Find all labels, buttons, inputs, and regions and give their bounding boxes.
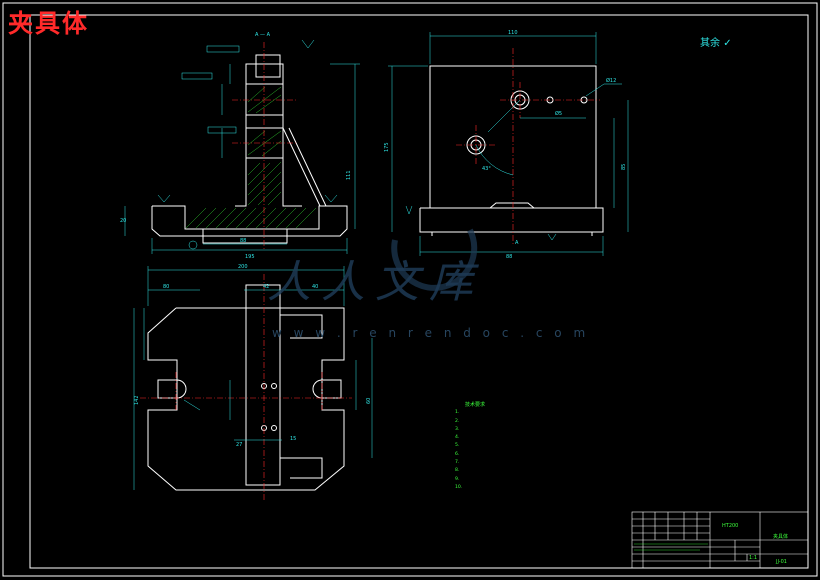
top-dim-text: 200 80 42 40 142 60 27 15	[134, 264, 372, 448]
section-hatch	[185, 86, 317, 229]
dim-top-right-height: 60	[366, 398, 372, 404]
side-dimensions	[388, 32, 629, 256]
tb-material: HT200	[722, 523, 738, 529]
title-block-text: HT200 夹具体 1:1 JJ-01	[722, 523, 788, 565]
dim-side-height: 175	[384, 142, 390, 152]
dim-top-27: 27	[236, 442, 242, 448]
dim-slot: 88	[240, 238, 246, 244]
note-item: 3.	[455, 426, 460, 432]
note-item: 5.	[455, 443, 460, 449]
inner-border	[29, 14, 809, 569]
side-centerlines	[456, 48, 600, 244]
roughness-label: 其余	[700, 38, 720, 49]
note-item: 2.	[455, 418, 460, 424]
note-item: 6.	[455, 451, 460, 457]
note-item: 8.	[455, 468, 460, 474]
section-label-text: A — A	[255, 32, 271, 38]
top-dimensions	[133, 266, 373, 490]
title-block-hatch	[634, 543, 708, 551]
dim-top-right: 40	[312, 284, 318, 290]
front-centerlines	[232, 42, 296, 250]
dim-base-height: 20	[120, 218, 126, 224]
note-item: 1.	[455, 410, 460, 416]
technical-notes-heading: 技术要求	[465, 402, 486, 408]
surface-roughness-note: 其余 ✓	[700, 34, 732, 49]
note-item: 7.	[455, 460, 460, 466]
note-item: 9.	[455, 476, 460, 482]
front-section-view	[151, 54, 348, 244]
datum-a-label: A	[515, 240, 519, 246]
dim-side-88: 88	[506, 254, 512, 260]
watermark-url: w w w . r e n r e n d o c . c o m	[272, 326, 590, 340]
tb-part-name: 夹具体	[773, 533, 788, 540]
watermark-logo	[391, 228, 478, 291]
side-dim-text: 110 175 85 88 Ø12 Ø5 43° A	[384, 30, 627, 260]
top-centerlines	[140, 274, 352, 500]
dim-top-height: 142	[134, 395, 140, 405]
dim-top-width: 200	[238, 264, 248, 270]
watermark-text: 人人文库	[267, 257, 483, 308]
drawing-title: 夹具体	[8, 9, 90, 38]
dim-side-85: 85	[621, 164, 627, 170]
note-item: 4.	[455, 435, 460, 441]
dim-top-15: 15	[290, 436, 296, 442]
front-dimensions	[124, 39, 360, 254]
dim-top-left: 80	[163, 284, 169, 290]
tb-scale: 1:1	[749, 555, 757, 561]
front-dim-text: A — A 195 111 20 88	[120, 32, 352, 260]
note-item: 10.	[455, 484, 463, 490]
dim-side-width: 110	[508, 30, 518, 36]
dim-overall-width: 195	[245, 254, 255, 260]
title-block	[631, 511, 809, 569]
roughness-symbol-icon: ✓	[723, 38, 732, 49]
dim-side-angle: 43°	[482, 166, 491, 172]
top-view	[147, 284, 345, 491]
tb-drawing-no: JJ-01	[775, 559, 787, 565]
dim-height: 111	[346, 170, 352, 180]
side-view	[419, 65, 604, 236]
dim-side-small-hole: Ø5	[555, 110, 562, 117]
dim-top-mid: 42	[263, 284, 269, 290]
technical-notes: 技术要求 1. 2. 3. 4. 5. 6. 7. 8. 9. 10.	[455, 401, 485, 492]
dim-side-hole: Ø12	[606, 77, 616, 84]
